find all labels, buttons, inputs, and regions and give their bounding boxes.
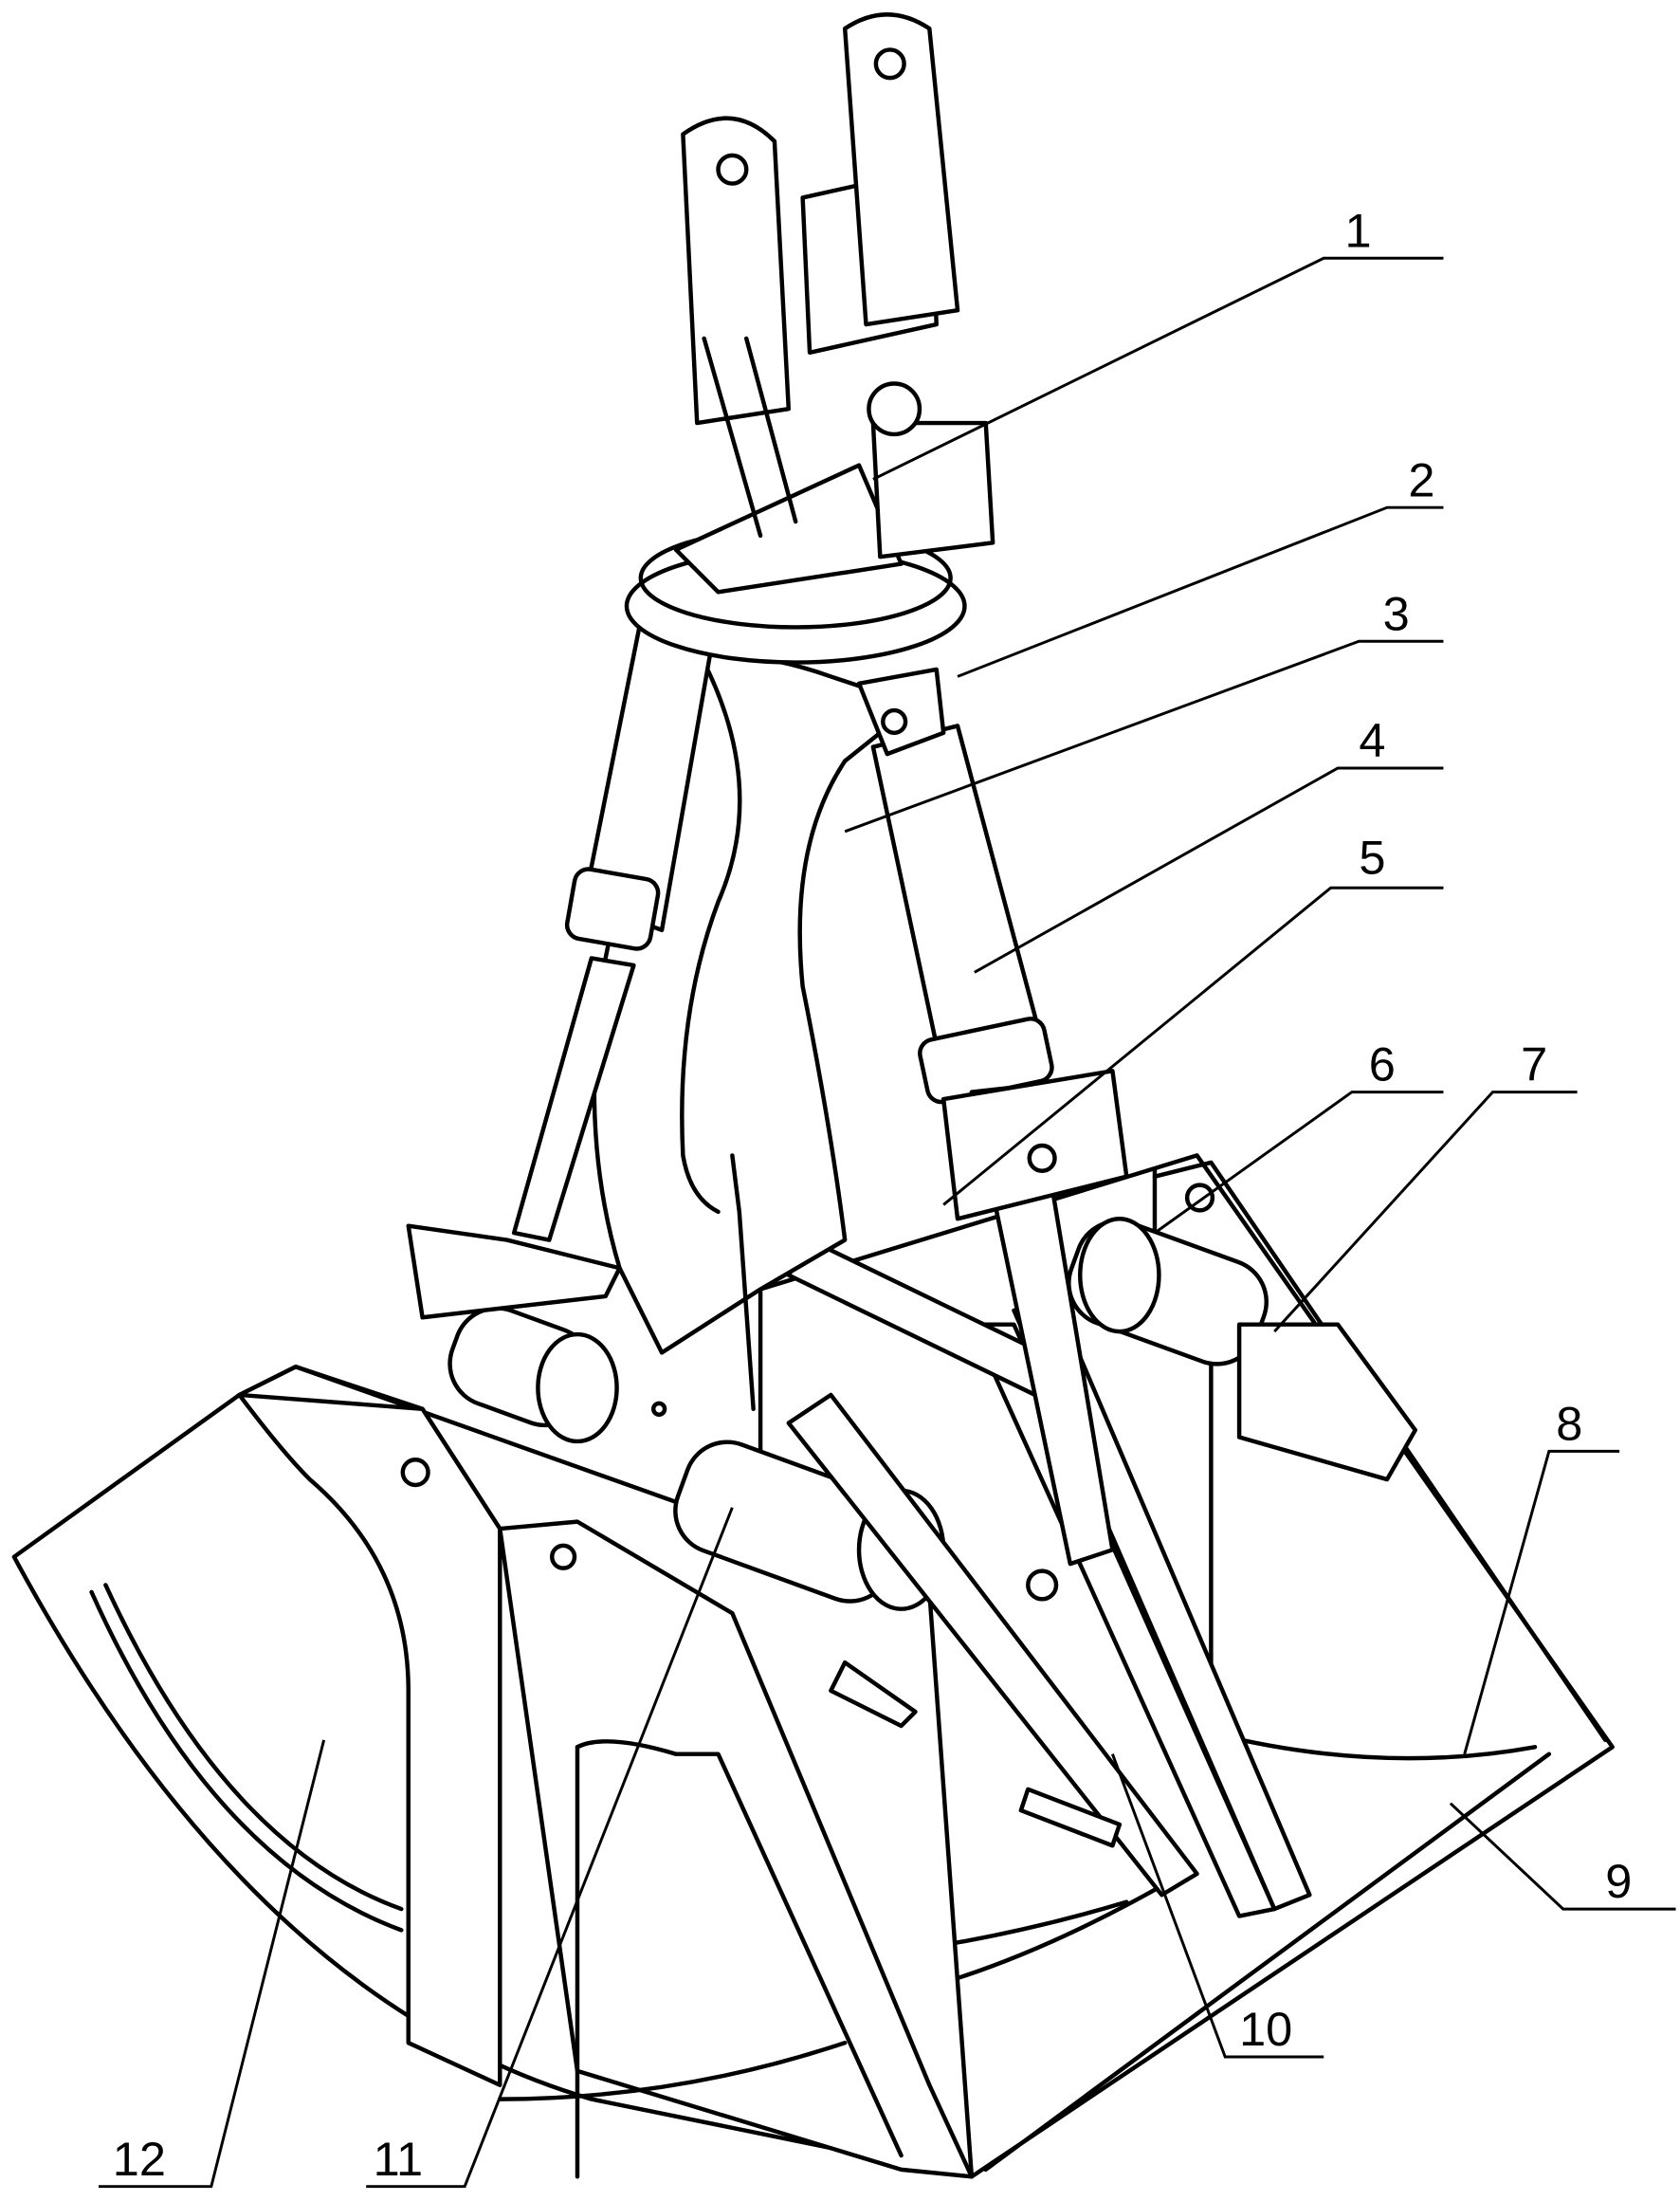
svg-text:10: 10 bbox=[1239, 2002, 1292, 2056]
svg-text:1: 1 bbox=[1344, 203, 1371, 257]
callout-7: 7 bbox=[1274, 1037, 1577, 1331]
rotator-head bbox=[627, 14, 993, 662]
svg-text:12: 12 bbox=[113, 2132, 166, 2186]
svg-text:6: 6 bbox=[1369, 1037, 1396, 1091]
svg-text:7: 7 bbox=[1521, 1037, 1547, 1091]
callout-6: 6 bbox=[1155, 1037, 1443, 1233]
callout-1: 1 bbox=[873, 203, 1444, 479]
svg-text:8: 8 bbox=[1556, 1396, 1582, 1450]
svg-text:3: 3 bbox=[1383, 586, 1410, 640]
svg-text:4: 4 bbox=[1359, 713, 1385, 767]
svg-text:9: 9 bbox=[1605, 1854, 1632, 1908]
callout-2: 2 bbox=[958, 452, 1443, 676]
svg-text:11: 11 bbox=[374, 2132, 423, 2186]
svg-text:5: 5 bbox=[1359, 830, 1385, 884]
svg-text:2: 2 bbox=[1408, 452, 1434, 506]
